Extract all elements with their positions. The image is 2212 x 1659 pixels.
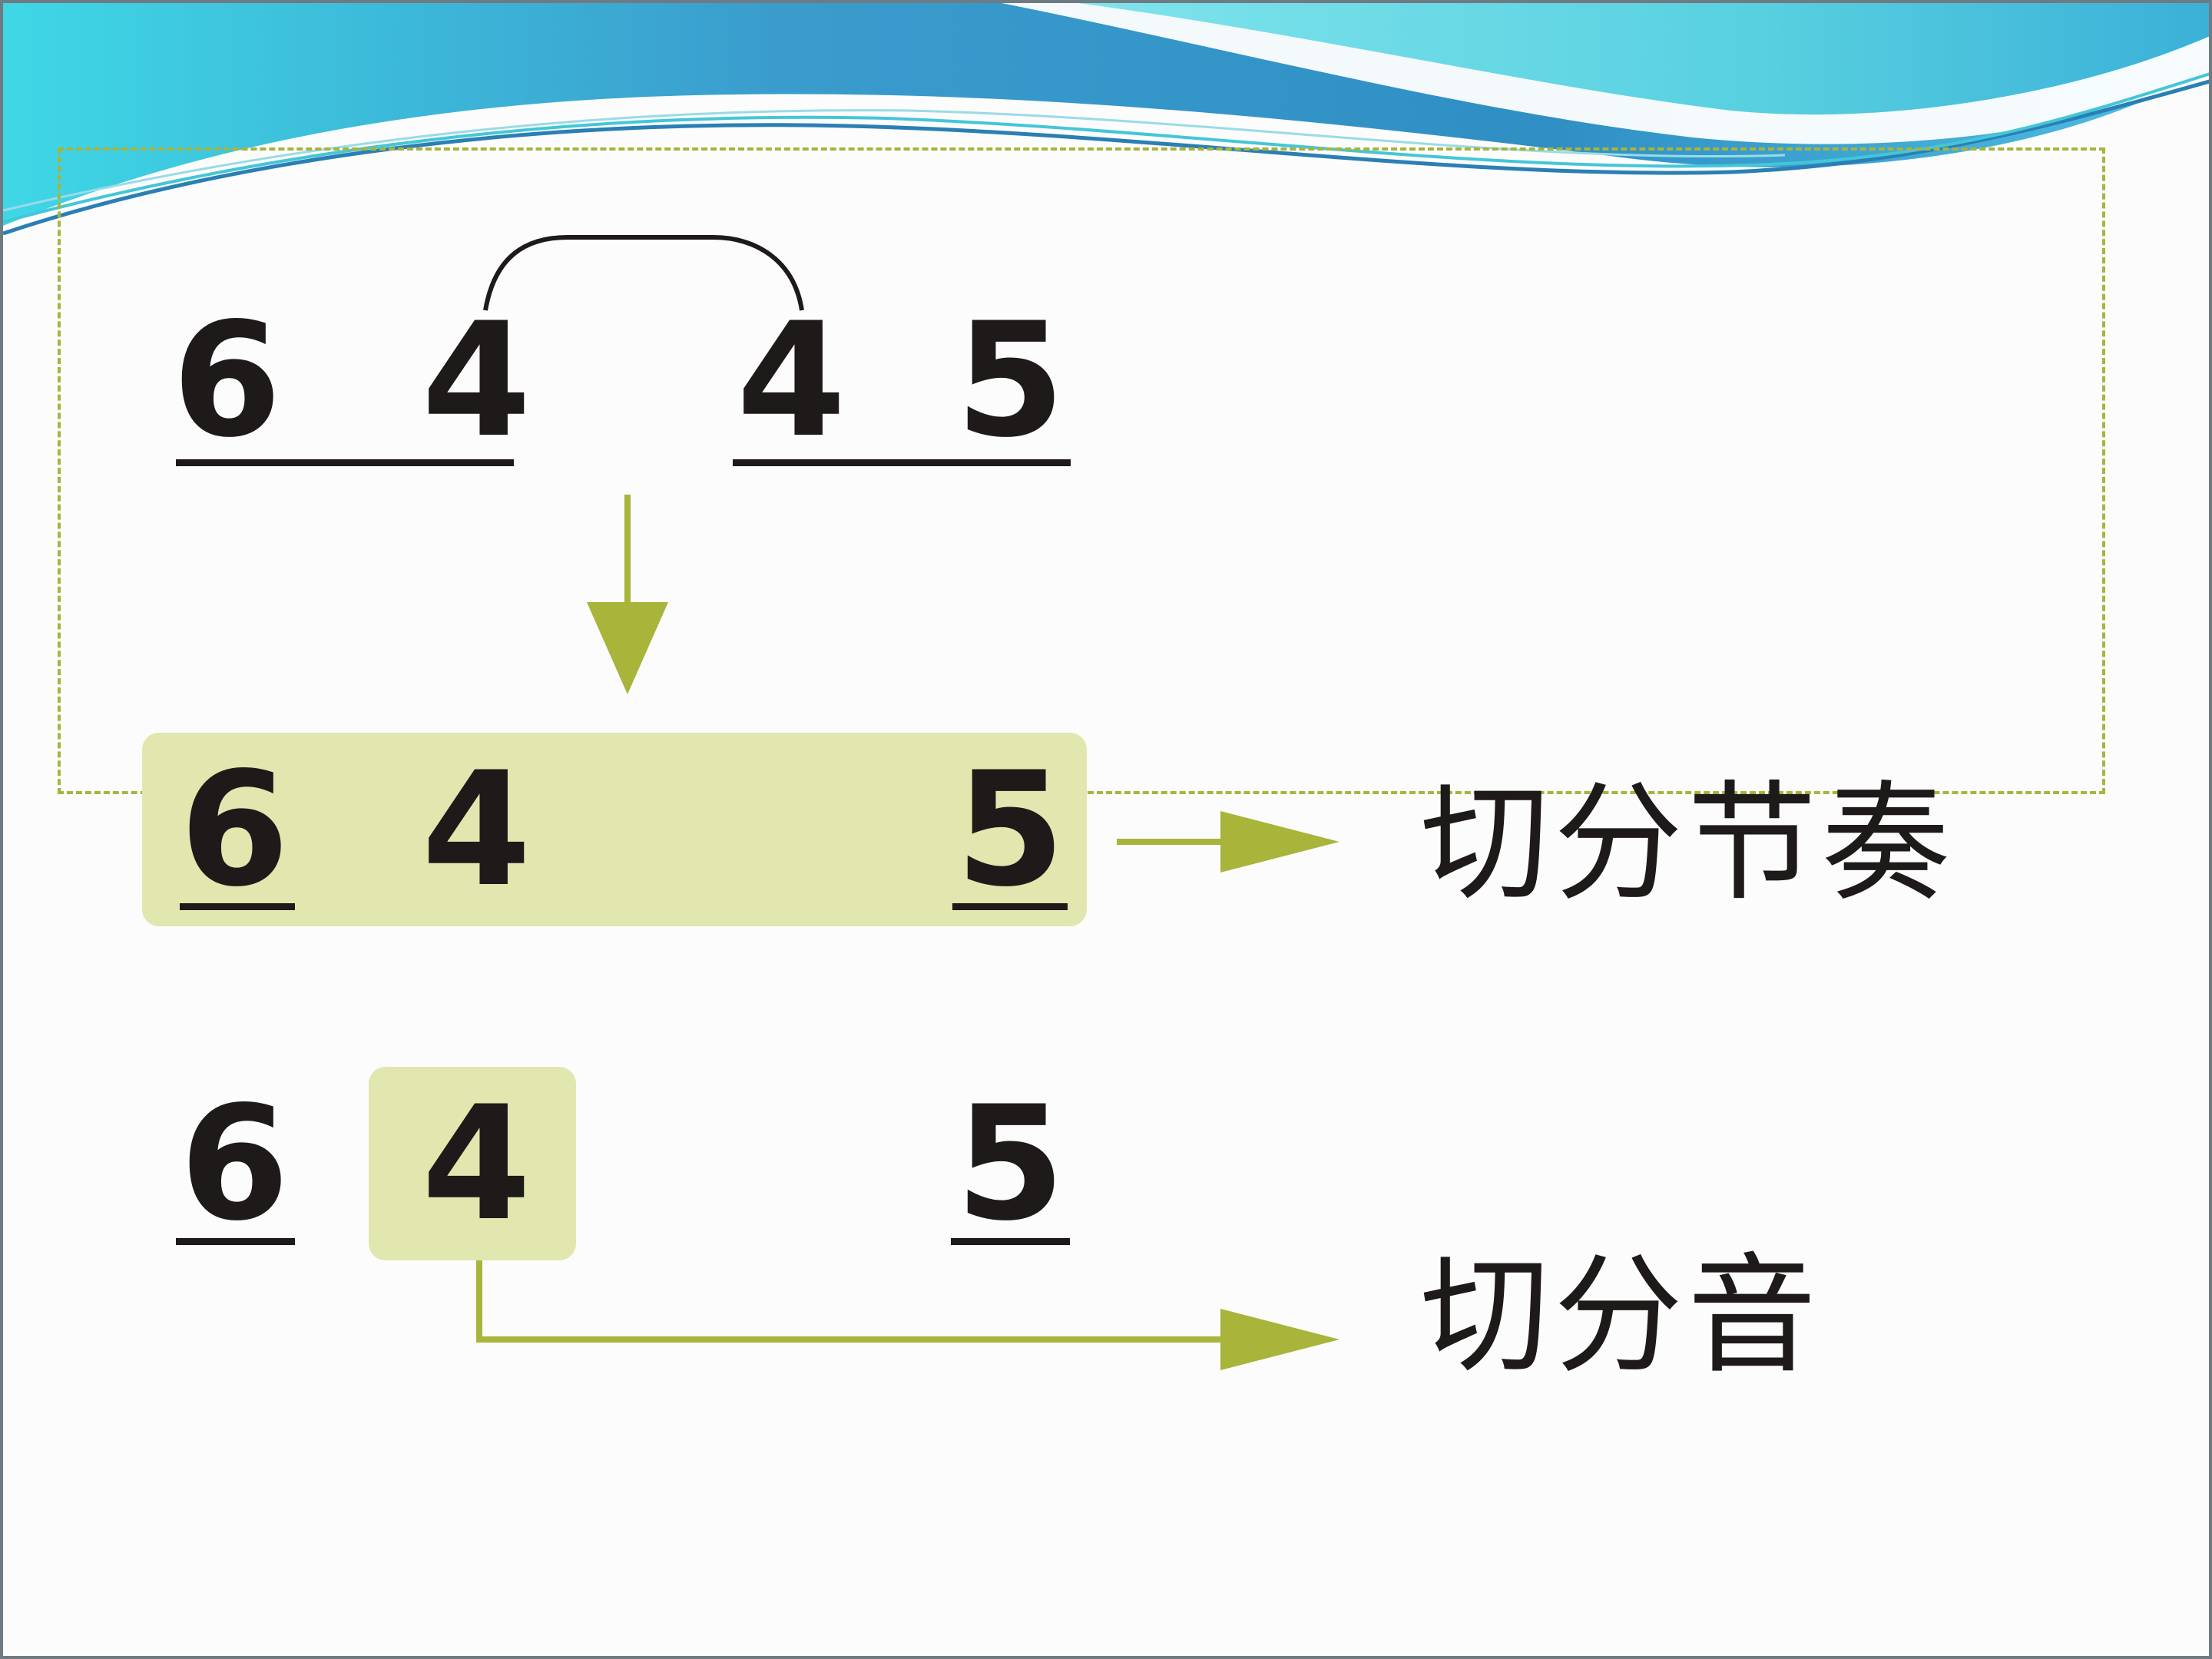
tie-arc bbox=[483, 235, 804, 311]
row3-underline-5 bbox=[951, 1238, 1070, 1245]
right-arrow-rhythm-icon bbox=[1117, 811, 1339, 873]
row1-underline-right bbox=[733, 459, 1071, 466]
wave-banner bbox=[3, 3, 2209, 236]
row2-note-5: 5 bbox=[955, 739, 1065, 922]
row2-note-6: 6 bbox=[180, 739, 290, 922]
row1-note-4a: 4 bbox=[422, 290, 531, 472]
row3-underline-6 bbox=[176, 1238, 295, 1245]
row1-note-6: 6 bbox=[172, 290, 282, 472]
row1-note-5: 5 bbox=[955, 290, 1065, 472]
elbow-arrow-note-icon bbox=[476, 1260, 1339, 1370]
row1-note-4b: 4 bbox=[737, 290, 846, 472]
row3-note-5: 5 bbox=[955, 1073, 1065, 1256]
row1-underline-left bbox=[176, 459, 514, 466]
down-arrow-icon bbox=[587, 495, 668, 694]
syncopated-note-highlight bbox=[369, 1067, 576, 1260]
syncopated-rhythm-highlight bbox=[142, 733, 1087, 926]
row3-note-6: 6 bbox=[180, 1073, 290, 1256]
label-syncopated-rhythm: 切分节奏 bbox=[1420, 768, 1955, 919]
row2-underline-6 bbox=[180, 903, 295, 910]
row3-note-4: 4 bbox=[422, 1073, 531, 1256]
row2-underline-5 bbox=[952, 903, 1068, 910]
label-syncopated-note: 切分音 bbox=[1420, 1240, 1821, 1391]
row2-note-4: 4 bbox=[422, 739, 531, 922]
